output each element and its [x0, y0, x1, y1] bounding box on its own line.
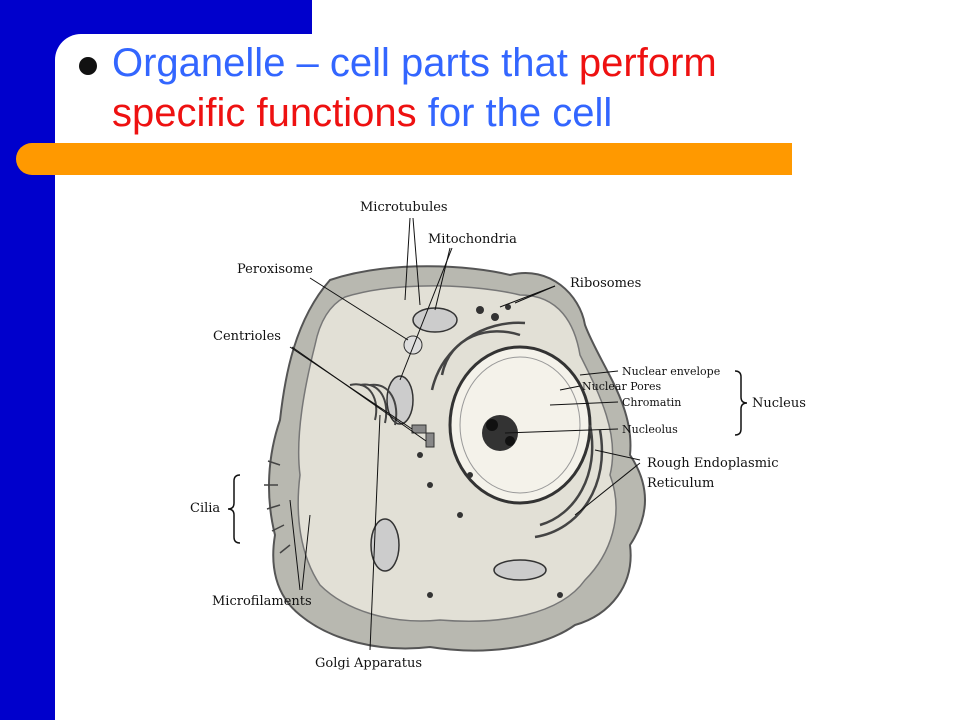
slide-heading: Organelle – cell parts that perform spec… — [112, 38, 812, 138]
golgi-shape — [349, 383, 398, 426]
ribosome-dots — [417, 304, 563, 598]
bullet-icon — [79, 57, 97, 75]
label-nucleolus: Nucleolus — [622, 423, 678, 436]
label-cilia: Cilia — [190, 501, 220, 516]
cell-diagram: Microtubules Mitochondria Peroxisome Rib… — [190, 200, 806, 671]
peroxisome-shape — [403, 335, 423, 355]
label-nuclear-pores: Nuclear Pores — [582, 380, 662, 393]
label-mitochondria: Mitochondria — [428, 232, 517, 247]
label-nuclear-envelope: Nuclear envelope — [622, 365, 720, 378]
title-area — [55, 34, 790, 149]
heading-term: Organelle — [112, 41, 286, 85]
accent-bar — [16, 143, 792, 175]
left-sidebar-band — [0, 0, 55, 720]
leader-lines — [289, 217, 641, 651]
label-centrioles: Centrioles — [213, 329, 281, 344]
label-nucleus: Nucleus — [752, 396, 806, 411]
label-rough-er-line1: Rough Endoplasmic — [647, 456, 779, 471]
label-rough-er-line2: Reticulum — [647, 476, 714, 491]
rough-er-shape — [430, 321, 604, 539]
mitochondria-shape — [370, 307, 547, 581]
heading-emphasis-1: perform — [578, 41, 717, 85]
heading-emphasis-2: specific functions — [112, 91, 417, 135]
label-peroxisome: Peroxisome — [237, 262, 313, 277]
nucleus-shape — [448, 345, 592, 505]
label-microtubules: Microtubules — [360, 200, 448, 215]
label-microfilaments: Microfilaments — [212, 594, 312, 609]
heading-dash: – cell parts that — [285, 41, 579, 85]
heading-rest: for the cell — [416, 91, 613, 135]
label-golgi-apparatus: Golgi Apparatus — [315, 656, 422, 671]
label-chromatin: Chromatin — [622, 396, 681, 409]
label-ribosomes: Ribosomes — [570, 276, 641, 291]
cilia-brace — [227, 474, 241, 544]
nucleus-brace — [734, 370, 748, 436]
